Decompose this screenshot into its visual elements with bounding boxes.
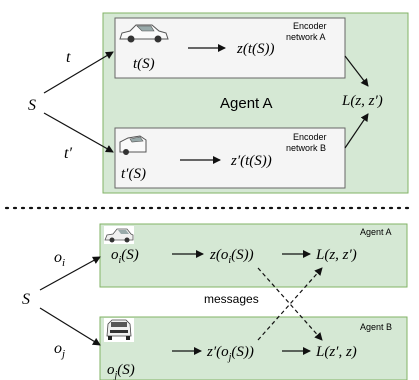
view-b-label: t′(S) bbox=[121, 166, 146, 182]
encoder-b-title-2: network B bbox=[286, 143, 326, 153]
messages-label: messages bbox=[204, 292, 259, 306]
loss-a-label: L(z, z′) bbox=[315, 247, 357, 263]
encoder-b-title-1: Encoder bbox=[293, 132, 327, 142]
agent-a-bottom-panel bbox=[99, 223, 408, 288]
agent-a-label: Agent A bbox=[220, 95, 273, 112]
agent-b-bottom-panel bbox=[99, 316, 408, 380]
obs-j-label: oj(S) bbox=[107, 362, 135, 380]
bottom-input-label: S bbox=[22, 291, 30, 308]
view-a-label: t(S) bbox=[133, 56, 155, 72]
top-loss-label: L(z, z′) bbox=[341, 93, 383, 109]
top-arrow-to-b bbox=[43, 112, 114, 153]
car-side-small-icon bbox=[104, 226, 134, 244]
encoder-a-title-1: Encoder bbox=[293, 21, 327, 31]
encoder-b-box bbox=[114, 127, 346, 189]
agent-a-bottom-label: Agent A bbox=[360, 227, 392, 237]
top-branch-t-label: t bbox=[66, 49, 71, 66]
bottom-arrow-to-b bbox=[39, 307, 101, 346]
embed-b-label: z′(t(S)) bbox=[230, 153, 272, 169]
embed-i-label: z(oi(S)) bbox=[209, 247, 254, 266]
agent-b-bottom-label: Agent B bbox=[360, 322, 392, 332]
bottom-branch-oi-label: oi bbox=[54, 249, 65, 269]
obs-i-label: oi(S) bbox=[111, 247, 139, 266]
message-arrow-a-to-b bbox=[257, 267, 323, 341]
arrow-encoder-b-to-loss bbox=[344, 113, 369, 149]
loss-b-label: L(z′, z) bbox=[315, 344, 357, 360]
encoder-a-title-2: network A bbox=[286, 32, 326, 42]
car-rear-icon bbox=[119, 135, 147, 155]
car-front-small-icon bbox=[104, 318, 134, 342]
bottom-branch-oj-label: oj bbox=[54, 340, 65, 360]
top-branch-tprime-label: t′ bbox=[64, 145, 72, 162]
arrow-encoder-a-to-loss bbox=[344, 55, 369, 87]
embed-j-label: z′(oj(S)) bbox=[206, 344, 254, 363]
car-side-icon bbox=[119, 24, 169, 43]
embed-a-label: z(t(S)) bbox=[236, 41, 275, 57]
bottom-arrow-to-a bbox=[39, 256, 101, 291]
top-arrow-to-a bbox=[43, 51, 114, 94]
top-input-label: S bbox=[28, 97, 36, 114]
message-arrow-b-to-a bbox=[257, 267, 323, 341]
